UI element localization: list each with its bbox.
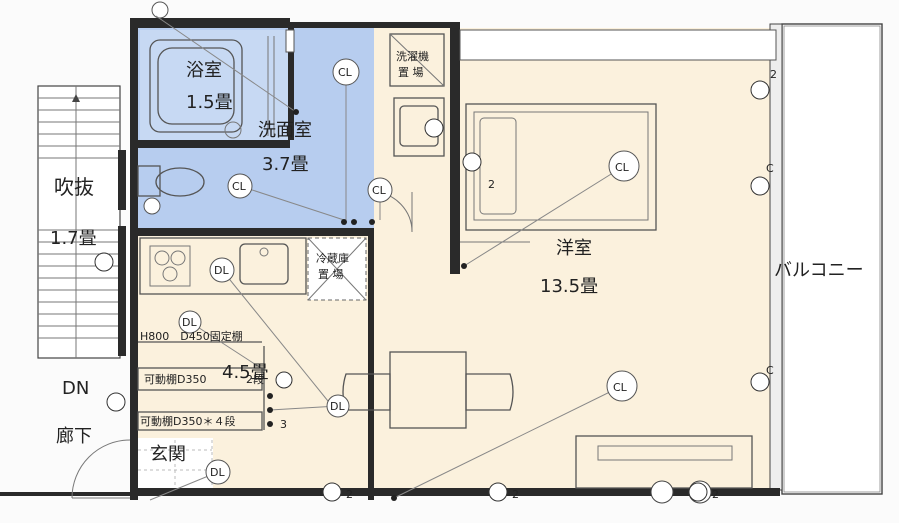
western-room-label: 洋室 xyxy=(556,238,592,259)
downlight-shelf xyxy=(178,310,202,334)
void-label: 吹抜 xyxy=(54,175,94,199)
shelf-count-b: 3 xyxy=(280,418,287,431)
downlight-symbols xyxy=(178,257,350,485)
downlight-kitchen xyxy=(209,257,235,283)
stair xyxy=(37,85,121,359)
fridge-label-1: 冷蔵庫 xyxy=(316,251,349,265)
outlet-icon xyxy=(106,392,126,412)
outlet-icon xyxy=(488,482,508,502)
ceiling-light-label: CL xyxy=(232,180,247,193)
shower-head xyxy=(151,1,169,19)
outlet-icon xyxy=(688,482,708,502)
downlight-label: DL xyxy=(330,400,345,413)
fridge-label-2: 置 場 xyxy=(318,268,344,281)
movable-shelf-1 xyxy=(137,367,263,391)
wiring xyxy=(149,15,625,501)
outlet-count: 2 xyxy=(712,488,719,501)
downlight-entrance xyxy=(205,459,231,485)
labels: 浴室 1.5畳 洗面室 3.7畳 洋室 13.5畳 4.5畳 吹抜 1.7畳 玄… xyxy=(50,49,864,501)
downlight-label: DL xyxy=(214,264,229,277)
ceiling-light-label: CL xyxy=(613,381,628,394)
bath-label: 浴室 xyxy=(186,60,222,81)
western-room-fill xyxy=(374,28,778,488)
balcony-label: バルコニー xyxy=(774,260,864,281)
entrance-label: 玄関 xyxy=(150,444,186,465)
closet-rail xyxy=(459,29,777,61)
outlet-icon xyxy=(94,252,114,272)
movable-shelf-1-label: 可動棚D350 xyxy=(144,372,206,386)
outlet-icon xyxy=(750,176,770,196)
outlet-icon xyxy=(750,372,770,392)
towel-ring xyxy=(143,197,161,215)
outlet-symbols xyxy=(94,80,770,502)
kitchen-counter xyxy=(139,237,307,295)
outlet-count: 2 xyxy=(512,488,519,501)
outlet-icon xyxy=(462,152,482,172)
movable-shelf-2 xyxy=(137,411,263,431)
fridge-space xyxy=(307,237,367,301)
ceiling-light-toilet xyxy=(227,173,253,199)
bathtub xyxy=(149,39,243,139)
outlet-count: 2 xyxy=(346,488,353,501)
outlet-icon xyxy=(322,482,342,502)
tv-outlet-label: C xyxy=(766,364,774,377)
tv-outlet-label: C xyxy=(766,162,774,175)
stair-dn-label: DN xyxy=(62,378,89,399)
balcony xyxy=(769,23,883,495)
bath-area: 1.5畳 xyxy=(186,92,233,113)
ceiling-light-label: CL xyxy=(338,66,353,79)
downlight-corridor xyxy=(326,394,350,418)
outlet-icon xyxy=(750,80,770,100)
outlet-icon xyxy=(424,118,444,138)
bath-door-window xyxy=(267,36,275,136)
downlight-label: DL xyxy=(210,466,225,479)
corridor-label: 廊下 xyxy=(56,426,92,447)
movable-shelf-2-label: 可動棚D350＊４段 xyxy=(140,414,235,428)
western-room-area: 13.5畳 xyxy=(540,276,598,297)
ceiling-light-hall xyxy=(367,177,393,203)
ceiling-light-label: CL xyxy=(615,161,630,174)
ceiling-light-living xyxy=(606,370,638,402)
downlight-label: DL xyxy=(182,316,197,329)
floor-fills xyxy=(138,28,778,488)
walls xyxy=(0,18,780,500)
toilet xyxy=(137,165,205,197)
switch-dots xyxy=(267,109,467,501)
washer-label-1: 洗濯機 xyxy=(396,49,429,63)
outlet-count: 2 xyxy=(770,68,777,81)
washroom-label: 洗面室 xyxy=(258,120,312,141)
outlet-count: 2 xyxy=(488,178,495,191)
ceiling-light-bed xyxy=(608,150,640,182)
washer-space xyxy=(389,33,445,87)
ceiling-light-symbols xyxy=(227,58,640,402)
washroom-area: 3.7畳 xyxy=(262,154,309,175)
void-area: 1.7畳 xyxy=(50,228,97,249)
shelf-count-a: 2段 xyxy=(246,372,264,386)
outlet-icon xyxy=(275,371,293,389)
ceiling-light-label: CL xyxy=(372,184,387,197)
fixed-shelf-label: H800 D450固定棚 xyxy=(140,329,243,343)
ceiling-light-wash xyxy=(332,58,360,86)
kitchen-area: 4.5畳 xyxy=(222,362,269,383)
washer-label-2: 置 場 xyxy=(398,66,424,79)
